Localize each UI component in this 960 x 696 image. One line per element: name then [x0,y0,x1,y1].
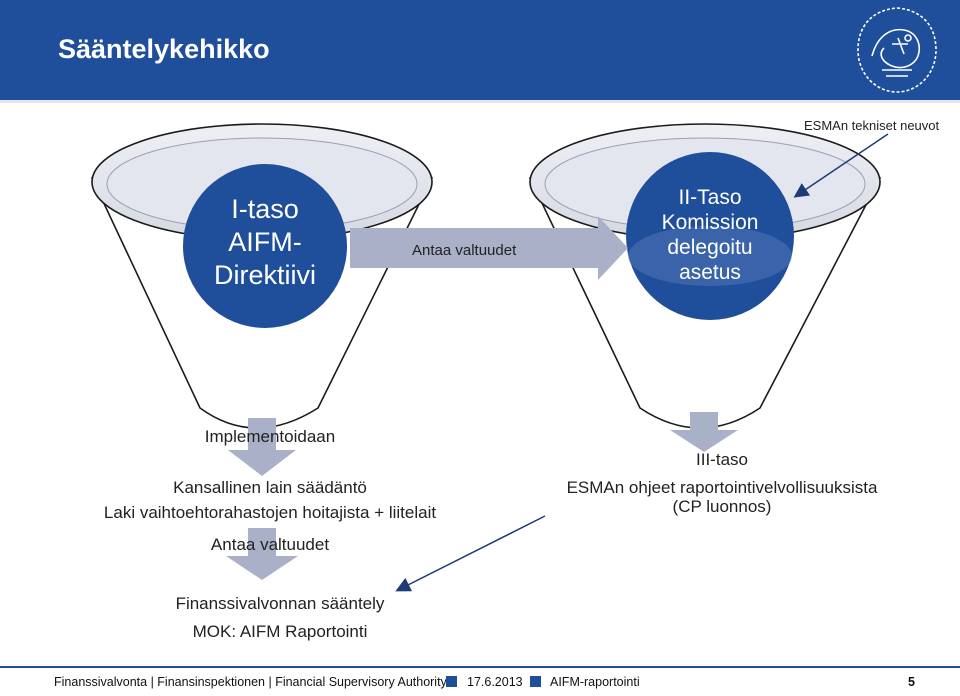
level3-line2: (CP luonnos) [672,497,772,516]
implemented-label: Implementoidaan [204,427,336,446]
grants-label: Antaa valtuudet [210,535,330,554]
level2-line: delegoitu [667,236,753,259]
national-law-label: Kansallinen lain säädäntö [173,478,367,497]
regulation-line2: MOK: AIFM Raportointi [192,622,368,641]
level2-line: Komission [661,211,759,234]
implement-down-arrow [228,418,296,476]
lion-crest-icon [857,7,937,93]
level2-line: asetus [679,261,741,284]
delegation-arrow-label: Antaa valtuudet [412,242,517,259]
header-divider [0,100,960,103]
footer-square-icon [530,676,541,687]
level1-line: I-taso [231,194,299,224]
footer-date: 17.6.2013 [467,675,523,689]
footer-topic: AIFM-raportointi [550,675,640,689]
footer-square-icon [446,676,457,687]
level1-circle [183,164,347,328]
level3-down-arrow [670,412,738,452]
level3-title: III-taso [696,450,748,469]
level2-line: II-Taso [678,186,742,209]
level3-pointer [395,515,546,592]
level2-circle [626,152,794,320]
page-title: Sääntelykehikko [58,34,270,64]
footer-divider [0,666,960,668]
delegation-arrow-shape [350,216,628,280]
level3-line1: ESMAn ohjeet raportointivelvollisuuksist… [566,478,878,497]
page-number: 5 [908,675,915,689]
header-bar [0,0,960,100]
level1-line: Direktiivi [213,260,316,290]
law-name-label: Laki vaihtoehtorahastojen hoitajista + l… [103,503,437,522]
regulation-line1: Finanssivalvonnan sääntely [175,594,385,613]
level1-line: AIFM- [228,227,302,257]
callout-label: ESMAn tekniset neuvot [804,118,940,133]
level2-label: II-Taso Komission delegoitu asetus [630,185,790,285]
level1-label: I-taso AIFM- Direktiivi [195,193,335,292]
footer-org: Finanssivalvonta | Finansinspektionen | … [54,675,447,689]
grants-down-arrow [226,528,298,580]
callout-pointer [793,133,889,198]
